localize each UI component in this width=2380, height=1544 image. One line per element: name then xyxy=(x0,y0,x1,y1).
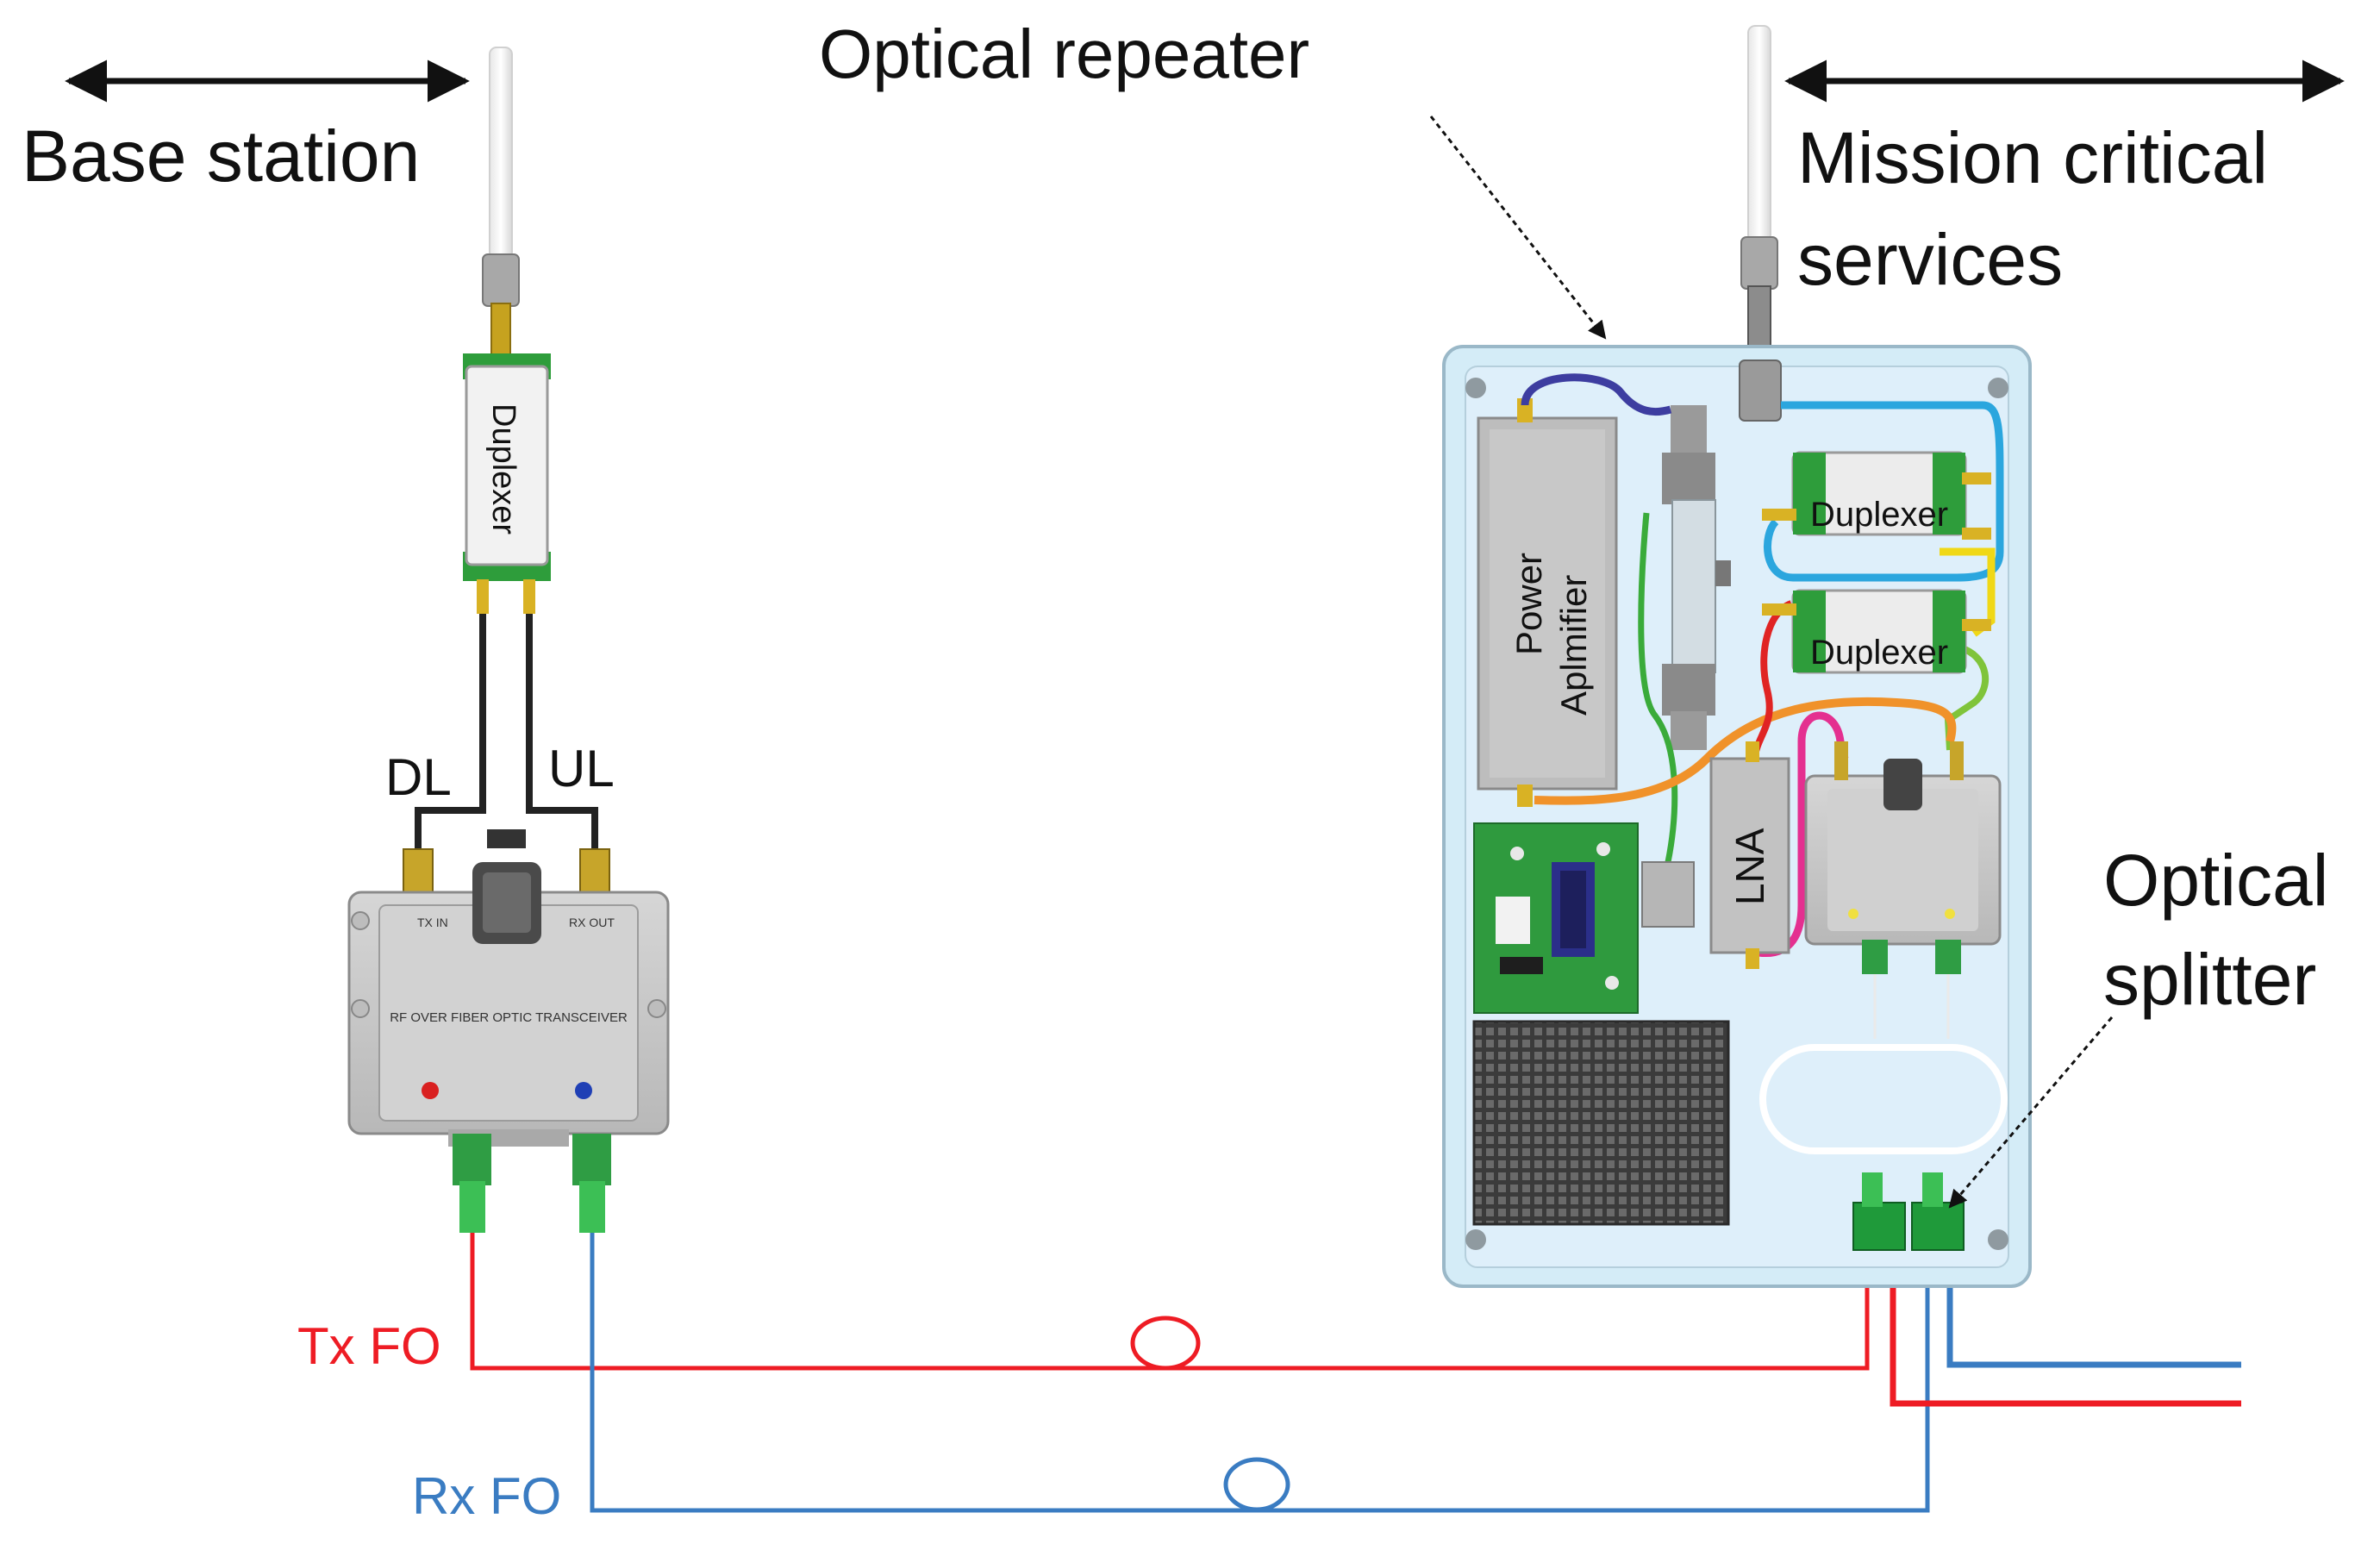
fiber-coil-tray xyxy=(1759,1044,2008,1154)
optical-splitter xyxy=(1852,1172,1965,1251)
tx-fo-label: Tx FO xyxy=(297,1317,441,1375)
ul-cable xyxy=(526,614,598,853)
ul-label: UL xyxy=(548,740,615,797)
power-amp-label-line2: Aplmifier xyxy=(1553,575,1594,716)
optical-repeater-pointer xyxy=(1429,116,1607,340)
lna-module: LNA xyxy=(1709,741,1790,969)
optical-repeater-enclosure: Power Aplmifier Duplexer xyxy=(1442,345,2032,1288)
dl-label: DL xyxy=(385,748,452,806)
mission-critical-antenna xyxy=(1740,25,1778,356)
repeater-duplexer-upper: Duplexer xyxy=(1762,451,1991,540)
optical-splitter-label-line1: Optical xyxy=(2103,840,2328,921)
rx-out-label: RX OUT xyxy=(569,916,615,929)
base-station-label: Base station xyxy=(22,116,420,197)
tx-in-label: TX IN xyxy=(417,916,448,929)
rf-coupler xyxy=(1641,861,1695,928)
power-amplifier: Power Aplmifier xyxy=(1477,398,1618,807)
transceiver-title: RF OVER FIBER OPTIC TRANSCEIVER xyxy=(390,1010,628,1025)
power-supply-unit xyxy=(1472,1020,1730,1226)
optical-splitter-pointer xyxy=(1948,1016,2114,1209)
circulator-module xyxy=(1662,405,1731,750)
optical-repeater-label: Optical repeater xyxy=(819,16,1309,92)
power-amp-label-line1: Power xyxy=(1509,553,1549,655)
red-cable xyxy=(1751,600,1793,759)
repeater-rf-over-fiber-transceiver xyxy=(1804,741,2002,974)
left-duplexer-label: Duplexer xyxy=(485,403,522,534)
mission-critical-label-line2: services xyxy=(1797,219,2063,300)
light-green-cable xyxy=(1944,643,1989,751)
rx-fiber-continuation xyxy=(1946,1250,2241,1368)
repeater-duplexer-lower-label: Duplexer xyxy=(1810,634,1948,672)
dl-cable xyxy=(415,614,486,853)
control-pcb xyxy=(1473,822,1639,1014)
green-cable xyxy=(1638,512,1678,863)
rx-indicator-led xyxy=(575,1082,592,1099)
left-rf-over-fiber-transceiver: TX IN RX OUT RF OVER FIBER OPTIC TRANSCE… xyxy=(347,829,670,1233)
lna-label: LNA xyxy=(1727,828,1772,905)
repeater-duplexer-lower: Duplexer xyxy=(1762,589,1991,674)
tx-fiber-loop xyxy=(1130,1316,1201,1371)
rx-fiber-loop xyxy=(1223,1457,1290,1512)
tx-indicator-led xyxy=(422,1082,439,1099)
rx-fo-label: Rx FO xyxy=(412,1467,561,1525)
internal-fiber xyxy=(1873,974,1950,1039)
repeater-duplexer-upper-label: Duplexer xyxy=(1810,496,1948,534)
optical-splitter-label-line2: splitter xyxy=(2103,939,2316,1020)
purple-cable xyxy=(1521,373,1672,416)
left-duplexer: Duplexer xyxy=(463,353,551,614)
base-station-antenna xyxy=(482,47,520,356)
tx-fiber-continuation xyxy=(1890,1250,2241,1407)
mission-critical-label-line1: Mission critical xyxy=(1797,117,2268,198)
